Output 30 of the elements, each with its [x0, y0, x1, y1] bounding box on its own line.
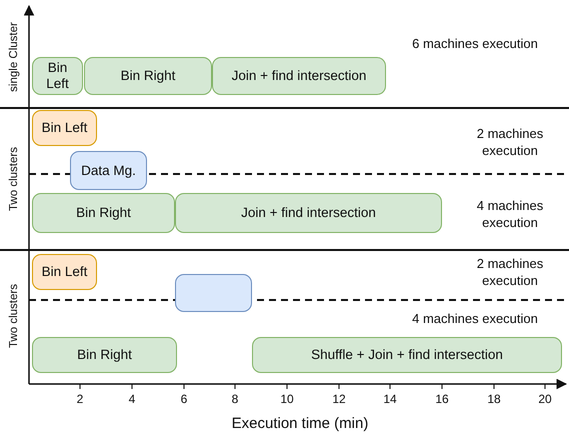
tick-label: 6: [180, 392, 188, 408]
tick-label: 2: [76, 392, 84, 408]
tick-label: 16: [434, 392, 450, 408]
tick-label: 18: [486, 392, 502, 408]
row-label: single Cluster: [8, 22, 20, 92]
tick-label: 12: [331, 392, 347, 408]
machines-note: 2 machines execution: [476, 126, 544, 160]
tick-label: 4: [128, 392, 136, 408]
task-bar: Data Mg.: [70, 151, 147, 190]
tick-label: 10: [279, 392, 295, 408]
task-bar: Bin Left: [32, 254, 97, 290]
tick-label: 14: [382, 392, 398, 408]
task-bar: Bin Right: [84, 57, 212, 95]
tick-label: 20: [537, 392, 553, 408]
task-bar: Bin Left: [32, 57, 83, 95]
axis-title: Execution time (min): [230, 414, 370, 434]
row-label: Two clusters: [8, 284, 20, 348]
machines-note: 4 machines execution: [476, 198, 544, 232]
task-bar: Bin Right: [32, 193, 175, 233]
task-bar: Shuffle + Join + find intersection: [252, 337, 562, 373]
empty-task-bar: [175, 274, 252, 312]
machines-note: 6 machines execution: [411, 36, 539, 53]
task-bar: Join + find intersection: [175, 193, 442, 233]
row-label: Two clusters: [8, 147, 20, 211]
task-bar: Bin Right: [32, 337, 177, 373]
machines-note: 2 machines execution: [476, 256, 544, 290]
machines-note: 4 machines execution: [411, 311, 539, 328]
task-bar: Bin Left: [32, 110, 97, 146]
task-bar: Join + find intersection: [212, 57, 386, 95]
tick-label: 8: [230, 392, 240, 408]
